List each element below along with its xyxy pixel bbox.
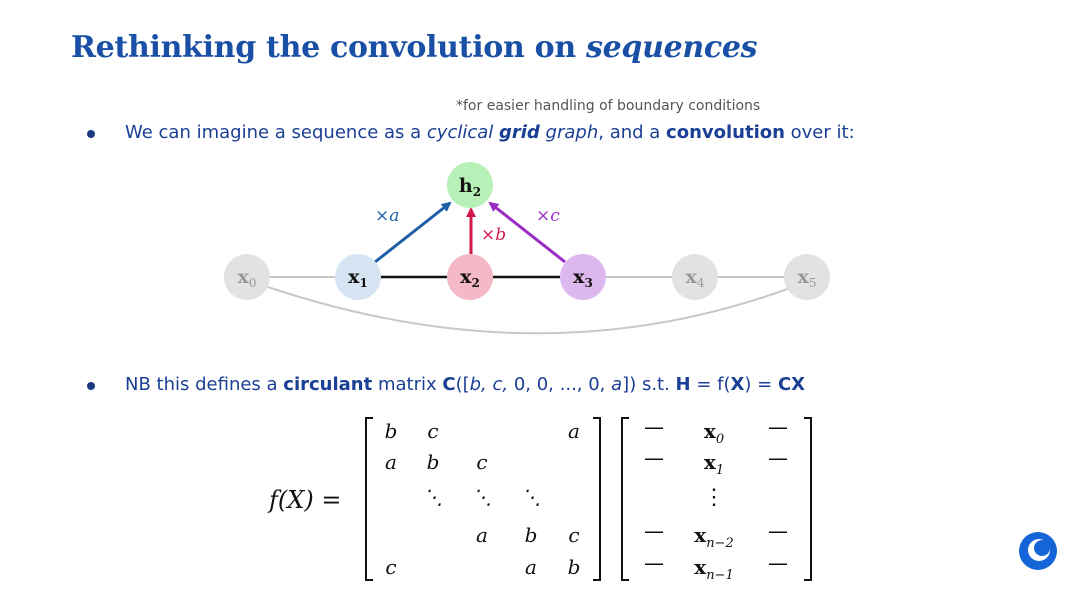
vector-dash: — — [768, 551, 788, 575]
matrix-cell: c — [476, 450, 487, 474]
node-h2-label: h2 — [459, 175, 481, 199]
node-x4 — [672, 254, 718, 300]
vector-dash: — — [768, 415, 788, 439]
node-x2 — [447, 254, 493, 300]
matrix-cell: a — [525, 555, 537, 579]
node-x3-label: x3 — [573, 266, 593, 290]
matrix-cell: b — [385, 419, 398, 443]
vector-entry: x1 — [704, 450, 724, 478]
node-x3 — [560, 254, 606, 300]
matrix-cell: c — [427, 419, 438, 443]
node-x5 — [784, 254, 830, 300]
node-x1-label: x1 — [348, 266, 368, 290]
weight-c-label: ×c — [536, 206, 560, 226]
page-title: Rethinking the convolution on sequences — [71, 30, 758, 65]
vector-right-bracket — [804, 417, 812, 581]
vector-dash: — — [768, 519, 788, 543]
node-x4-label: x4 — [686, 266, 705, 290]
arrow-c — [488, 201, 566, 264]
vector-dash: — — [644, 446, 664, 470]
vector-left-bracket — [621, 417, 629, 581]
matrix-cell: b — [525, 523, 538, 547]
vector-entry: xn−1 — [694, 555, 733, 583]
matrix-left-bracket — [365, 417, 373, 581]
matrix-cell: c — [568, 523, 579, 547]
matrix-cell: ⋱ — [472, 485, 492, 509]
vector-dash: — — [768, 446, 788, 470]
vector-dash: — — [644, 551, 664, 575]
node-x0 — [224, 254, 270, 300]
footnote: *for easier handling of boundary conditi… — [456, 98, 761, 114]
node-h2 — [447, 162, 493, 208]
node-x1 — [335, 254, 381, 300]
matrix-right-bracket — [593, 417, 601, 581]
vector-rows: — — x0 — — x1 ⋮ — — xn−2 — — xn−1 — [644, 415, 788, 583]
bullet-text-2: NB this defines a circulant matrix C([b,… — [125, 374, 806, 395]
matrix-cell: c — [385, 555, 396, 579]
matrix-cell: a — [568, 419, 580, 443]
bullet-dot — [87, 382, 95, 390]
node-x2-label: x2 — [460, 266, 480, 290]
bullet-dot — [87, 130, 95, 138]
node-x0-label: x0 — [238, 266, 257, 290]
weight-b-label: ×b — [481, 225, 506, 245]
matrix-cell: ⋱ — [423, 485, 443, 509]
vector-dash: — — [644, 519, 664, 543]
matrix-cell: a — [385, 450, 397, 474]
brand-logo-icon — [1019, 532, 1057, 570]
equation-lhs: f(X) = — [267, 486, 341, 514]
matrix-cell: ⋱ — [521, 485, 541, 509]
vector-entry: xn−2 — [694, 523, 733, 551]
matrix-cell: a — [476, 523, 488, 547]
weight-a-label: ×a — [375, 206, 399, 226]
matrix-cell: b — [568, 555, 581, 579]
vector-dash: — — [644, 415, 664, 439]
node-x5-label: x5 — [798, 266, 817, 290]
arrow-a — [374, 201, 452, 264]
vector-vdots: ⋮ — [703, 485, 725, 510]
matrix-cell: b — [427, 450, 440, 474]
bullet-text-1: We can imagine a sequence as a cyclical … — [125, 122, 855, 143]
vector-entry: x0 — [704, 419, 724, 447]
cyclic-edge — [261, 284, 791, 335]
